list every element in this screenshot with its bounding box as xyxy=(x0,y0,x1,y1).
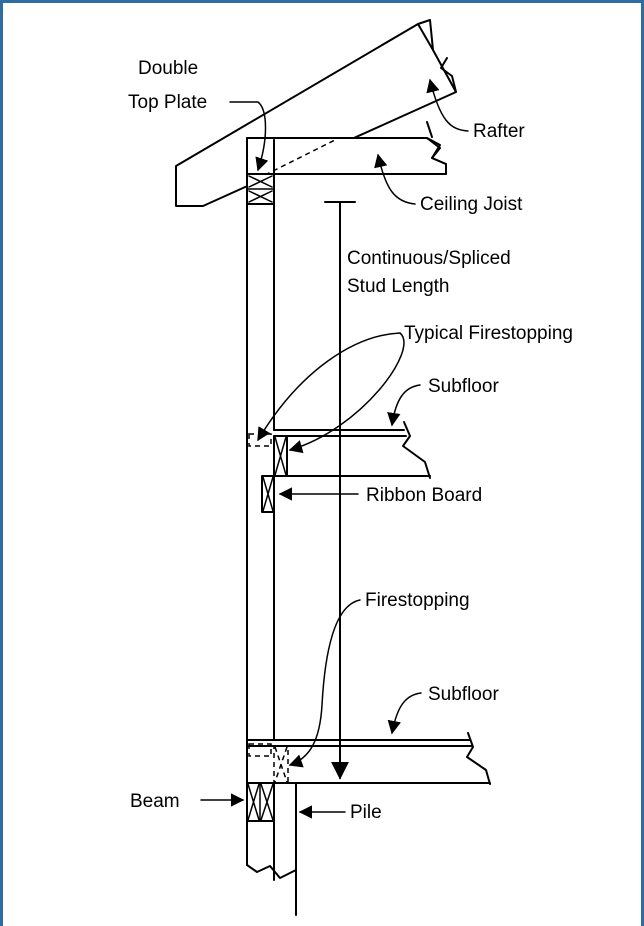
double-top-plate xyxy=(246,173,275,205)
top-plate-leader xyxy=(229,101,269,172)
label-pile: Pile xyxy=(350,802,382,823)
label-ceiling-joist: Ceiling Joist xyxy=(420,194,523,215)
label-double: Double xyxy=(138,58,198,79)
upper-firestopping xyxy=(248,433,288,477)
label-rafter: Rafter xyxy=(473,121,525,142)
wall-stud xyxy=(246,137,275,866)
label-stud-length-1: Continuous/Spliced xyxy=(347,248,511,269)
label-stud-length-2: Stud Length xyxy=(347,276,449,297)
firestopping-leader xyxy=(288,599,361,768)
label-beam: Beam xyxy=(130,791,180,812)
label-top-plate: Top Plate xyxy=(128,92,207,113)
subfloor-lower-leader xyxy=(387,692,422,735)
beam xyxy=(246,782,275,822)
label-subfloor-lower: Subfloor xyxy=(428,684,499,705)
pile xyxy=(246,782,297,916)
rafter xyxy=(175,19,457,207)
upper-floor xyxy=(273,421,431,479)
label-typical-firestopping: Typical Firestopping xyxy=(404,323,573,344)
rafter-hidden-edge xyxy=(264,139,336,176)
label-ribbon-board: Ribbon Board xyxy=(366,485,482,506)
ceiling-joist-leader xyxy=(374,153,416,205)
label-subfloor-upper: Subfloor xyxy=(428,376,499,397)
typical-firestopping-leader xyxy=(257,332,401,442)
lower-firestopping xyxy=(248,743,289,784)
ribbon-board xyxy=(261,475,275,513)
subfloor-upper-leader xyxy=(387,384,421,427)
label-firestopping: Firestopping xyxy=(365,590,470,611)
ceiling-joist xyxy=(246,121,447,175)
rafter-leader xyxy=(426,78,469,132)
typical-firestopping-leader-2 xyxy=(288,332,405,454)
stud-length-dimension xyxy=(324,201,356,780)
